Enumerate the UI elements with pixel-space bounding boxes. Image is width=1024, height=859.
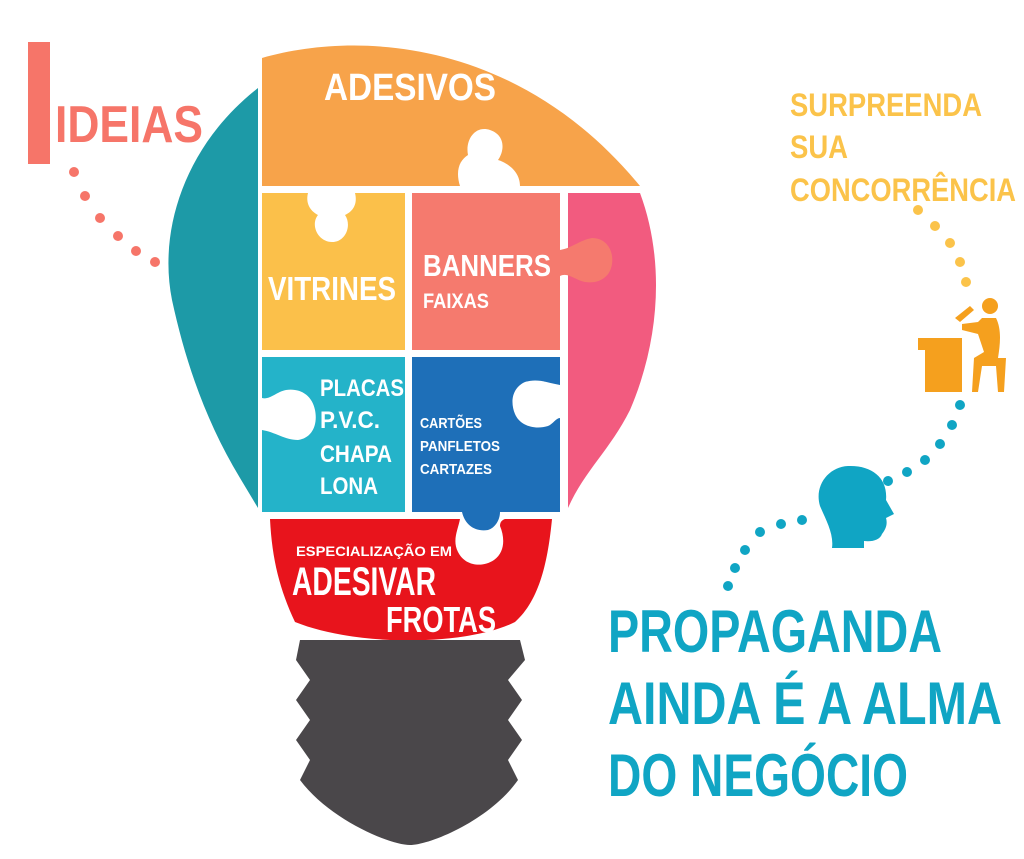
label-ideias: IDEIAS — [55, 96, 203, 154]
label-surpreenda: SURPREENDA — [790, 87, 982, 123]
slogan-line-3: DO NEGÓCIO — [608, 742, 908, 809]
label-faixas: FAIXAS — [423, 290, 489, 313]
label-frotas: FROTAS — [386, 599, 496, 640]
surpreenda-dotted-curve — [913, 205, 971, 287]
label-chapa: CHAPA — [320, 441, 392, 468]
piece-vitrines — [262, 193, 405, 350]
label-especializacao: ESPECIALIZAÇÃO EM — [296, 542, 452, 559]
piece-cartoes — [412, 357, 560, 531]
label-placas: PLACAS — [320, 375, 404, 402]
ideias-marker — [28, 42, 50, 164]
label-adesivos: ADESIVOS — [324, 67, 496, 109]
label-adesivar: ADESIVAR — [292, 560, 436, 604]
piece-placas — [262, 357, 405, 512]
label-panfletos: PANFLETOS — [420, 438, 500, 455]
bulb-pink-right — [568, 193, 657, 508]
piece-banners — [412, 193, 613, 350]
label-concorrencia: CONCORRÊNCIA — [790, 172, 1016, 208]
bulb-socket — [296, 640, 525, 845]
label-cartazes: CARTAZES — [420, 461, 492, 478]
ideias-dotted-curve — [69, 167, 160, 267]
label-pvc: P.V.C. — [320, 407, 380, 434]
label-banners: BANNERS — [423, 248, 551, 283]
label-lona: LONA — [320, 473, 378, 500]
propaganda-dotted-curve — [723, 400, 965, 591]
label-cartoes: CARTÕES — [420, 414, 482, 432]
slogan-line-1: PROPAGANDA — [608, 598, 942, 665]
piece-adesivar-frotas — [270, 519, 552, 641]
person-at-desk-icon — [918, 298, 1006, 392]
label-sua: SUA — [790, 129, 848, 165]
bulb-teal-left — [168, 88, 258, 508]
label-vitrines: VITRINES — [268, 270, 396, 307]
slogan-line-2: AINDA É A ALMA — [608, 670, 1002, 737]
human-head-profile-icon — [818, 465, 894, 548]
piece-adesivos — [262, 45, 640, 186]
